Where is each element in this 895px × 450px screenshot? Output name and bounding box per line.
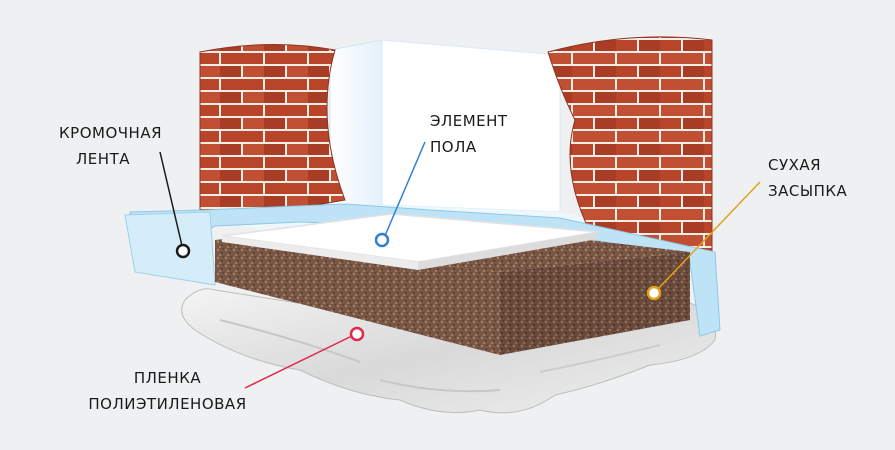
edge-tape-label-line1: КРОМОЧНАЯ [59,124,162,142]
dry-backfill-leader [654,181,761,293]
brick-wall-left [199,44,346,226]
edge-tape-ring-marker-icon [175,243,191,259]
floor-element-label: ЭЛЕМЕНТ ПОЛА [430,108,508,160]
floor-element-label-line2: ПОЛА [430,138,477,156]
dry-backfill-label-line1: СУХАЯ [768,156,822,174]
dry-backfill-label-line2: ЗАСЫПКА [768,182,848,200]
dry-backfill-front [215,240,500,355]
floor-element-ring-marker-icon [374,232,390,248]
dry-backfill-ring-marker-icon [646,285,662,301]
pe-film-label-line2: ПОЛИЭТИЛЕНОВАЯ [88,395,247,413]
pe-film-label-line1: ПЛЕНКА [133,369,202,387]
dry-backfill-side [500,252,690,355]
pe-film-leader [244,333,357,389]
edge-tape-label-line2: ЛЕНТА [76,150,130,168]
floor-element-label-line1: ЭЛЕМЕНТ [430,112,508,130]
pe-film-ring-marker-icon [349,326,365,342]
edge-tape-left-flap [124,211,216,286]
edge-tape-leader [159,151,184,251]
edge-tape-label: КРОМОЧНАЯ ЛЕНТА [30,120,162,172]
floor-element-leader [383,141,426,239]
brick-wall-right [547,36,713,256]
pe-film-label: ПЛЕНКА ПОЛИЭТИЛЕНОВАЯ [80,365,255,417]
dry-backfill-label: СУХАЯ ЗАСЫПКА [768,152,847,204]
